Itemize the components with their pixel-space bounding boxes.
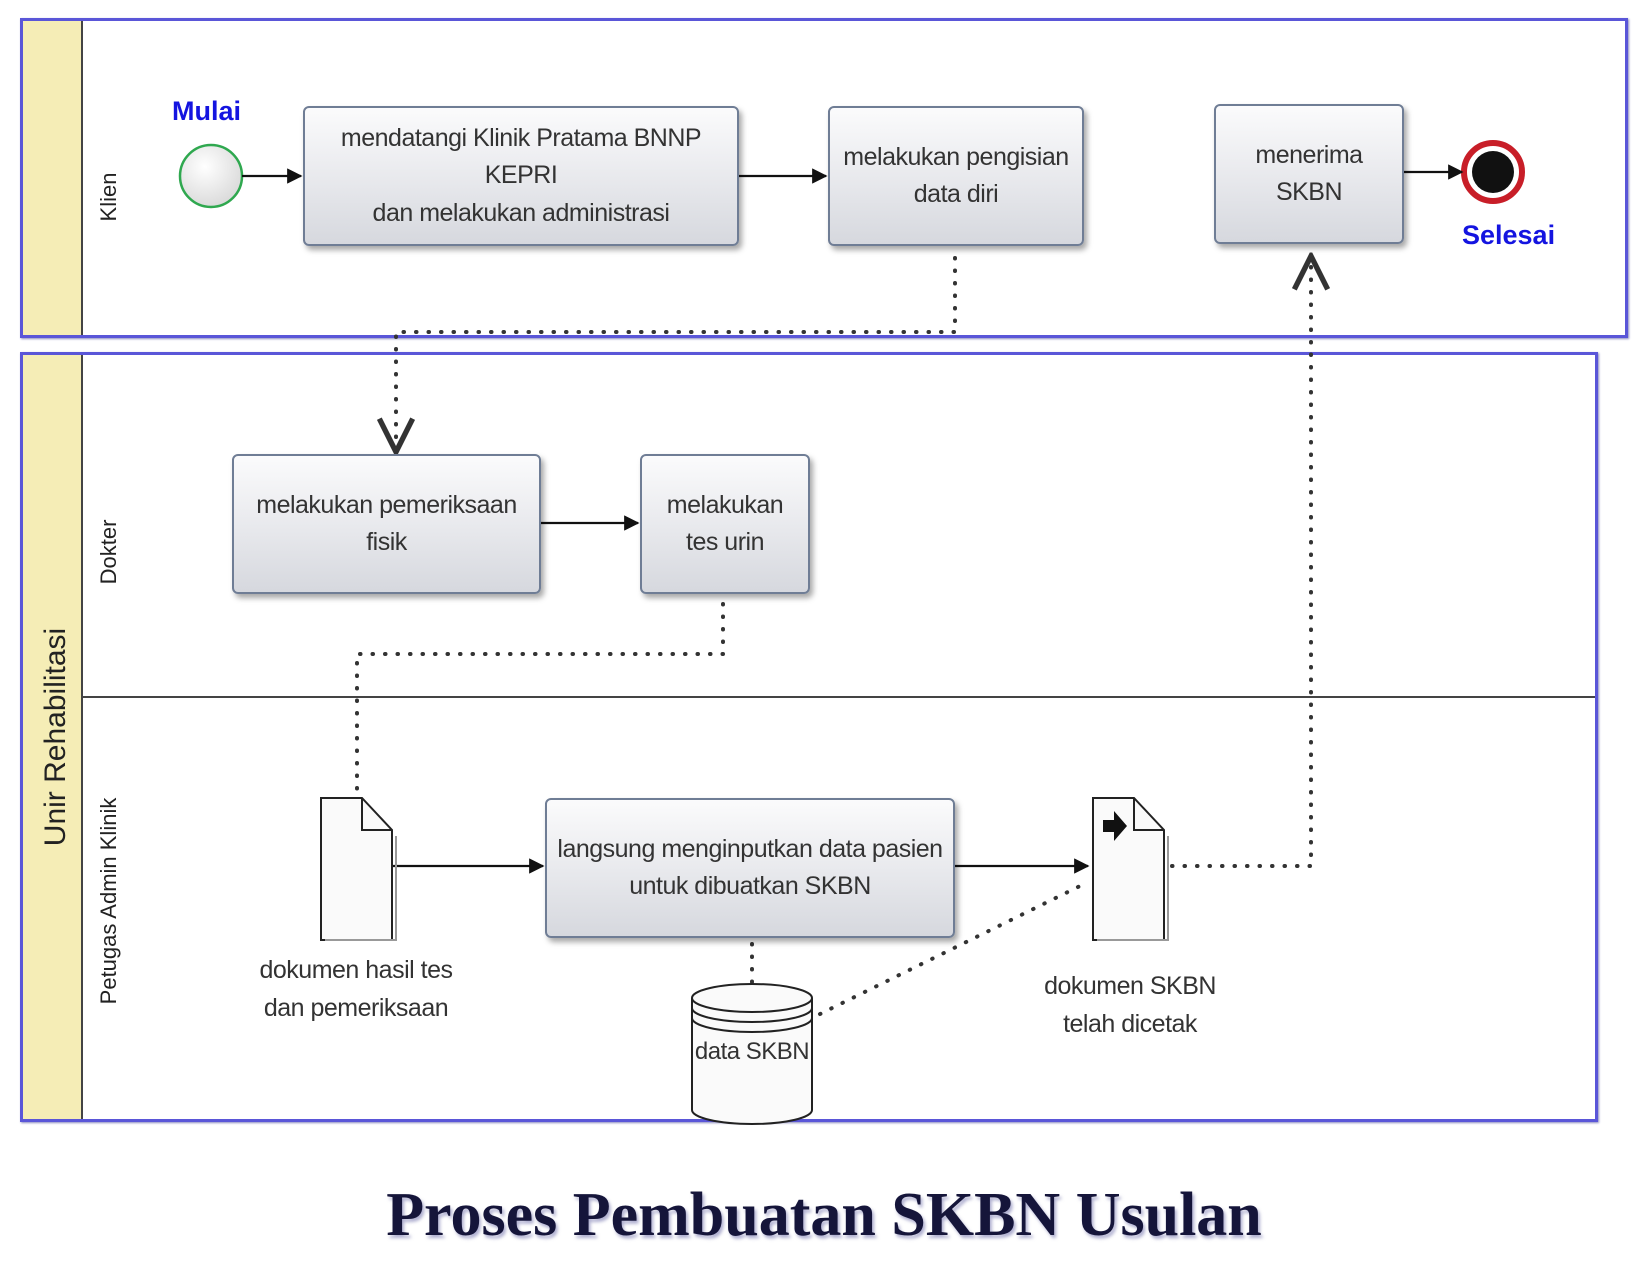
data-store-label: data SKBN bbox=[694, 1038, 810, 1065]
message-flow-doc-to-menerima bbox=[1170, 256, 1311, 868]
document-skbn-output-icon bbox=[1092, 797, 1169, 941]
end-event-label: Selesai bbox=[1462, 220, 1556, 250]
task-pemeriksaan-fisik: melakukan pemeriksaan fisik bbox=[232, 454, 541, 594]
unit-pool-header: Unir Rehabilitasi bbox=[23, 355, 83, 1119]
klien-pool-header bbox=[23, 21, 83, 335]
start-event-label: Mulai bbox=[172, 96, 242, 126]
data-store-icon bbox=[691, 983, 813, 1125]
lane-divider bbox=[81, 696, 1595, 698]
start-event bbox=[178, 143, 244, 209]
task-tes-urin: melakukan tes urin bbox=[640, 454, 810, 594]
task-menginput-data-pasien: langsung menginputkan data pasien untuk … bbox=[545, 798, 955, 938]
task-mendatangi-klinik: mendatangi Klinik Pratama BNNP KEPRI dan… bbox=[303, 106, 739, 246]
diagram-title: Proses Pembuatan SKBN Usulan bbox=[386, 1181, 1262, 1249]
association-tes-urin-to-doc bbox=[355, 602, 725, 800]
end-event-core bbox=[1472, 151, 1514, 193]
message-flow-pengisian-to-pemeriksaan bbox=[396, 256, 957, 452]
task-menerima-skbn: menerima SKBN bbox=[1214, 104, 1404, 244]
association-datastore-to-doc-skbn bbox=[818, 883, 1084, 1016]
document-hasil-tes-label: dokumen hasil tes dan pemeriksaan bbox=[259, 956, 453, 1022]
document-hasil-tes-icon bbox=[320, 797, 397, 941]
task-pengisian-data-diri: melakukan pengisian data diri bbox=[828, 106, 1084, 246]
document-skbn-label: dokumen SKBN telah dicetak bbox=[1044, 972, 1216, 1038]
